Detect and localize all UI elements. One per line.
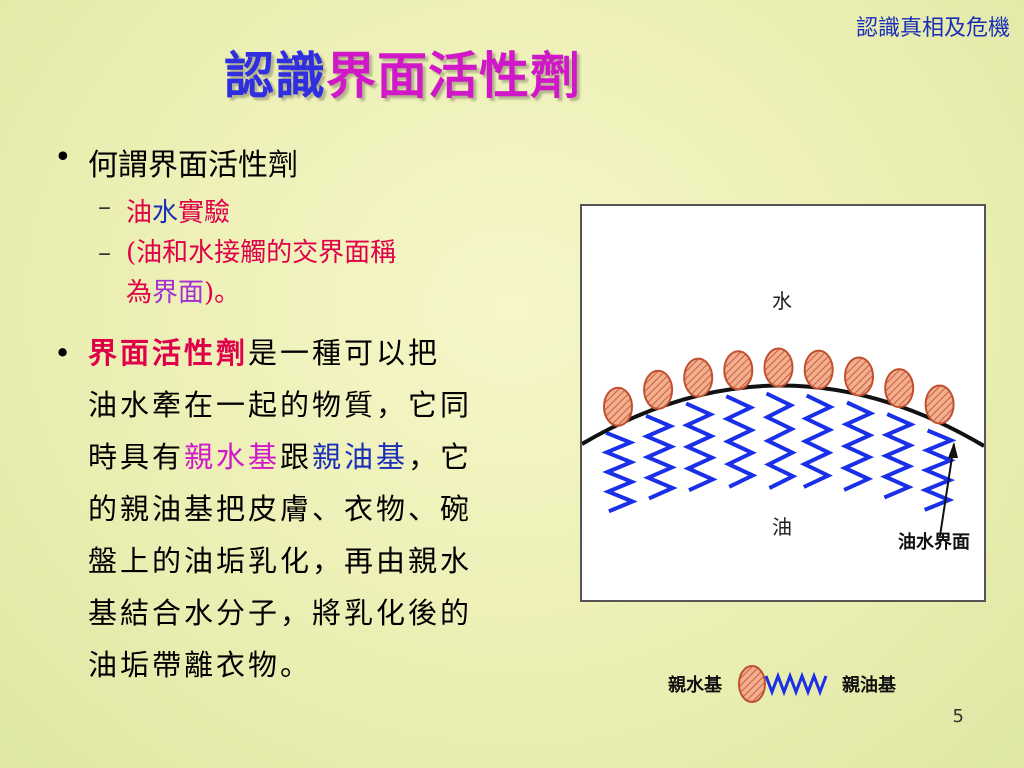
surfactant-keyword: 界面活性劑 [88, 336, 249, 370]
title-part-2: 界面活性劑 [326, 46, 581, 105]
line1-rest: 是一種可以把 [248, 336, 441, 370]
bullet-dot: • [54, 140, 72, 175]
corner-title: 認識真相及危機 [855, 16, 1010, 41]
hydrophilic-head-icon [643, 369, 674, 410]
spring-tail [880, 412, 916, 500]
interface-label: 油水界面 [898, 531, 970, 553]
def-open: ( [126, 238, 137, 268]
hydrophilic-head-icon [603, 386, 633, 427]
bullet-1-text: 何謂界面活性劑 [88, 148, 298, 183]
legend-svg: 親水基 親油基 [668, 665, 897, 703]
experiment-word: 實驗 [178, 198, 231, 228]
line4: 的親油基把皮膚、衣物、碗 [88, 492, 473, 526]
bullet-list: • 何謂界面活性劑 – 油水實驗 – (油和水接觸的交界面稱 為界面)。 • 界… [54, 140, 564, 691]
hydrophilic-head-icon [803, 349, 834, 390]
bullet-dot: • [54, 336, 75, 370]
spring-tail [722, 394, 758, 489]
line5: 盤上的油垢乳化，再由親水 [88, 544, 473, 578]
title-part-1: 認識 [224, 46, 326, 105]
interface-pointer [939, 443, 955, 537]
legend-head-icon [738, 665, 766, 703]
and-word: 跟 [280, 440, 313, 474]
legend: 親水基 親油基 [660, 652, 920, 722]
def-interface: 界面 [152, 278, 205, 308]
hydrophilic-head-icon [884, 368, 915, 409]
bullet-2: • 界面活性劑是一種可以把 油水牽在一起的物質，它同 時具有親水基跟親油基，它 … [54, 327, 564, 691]
spring-tail [641, 413, 678, 501]
sub-bullet-definition: – (油和水接觸的交界面稱 為界面)。 [98, 233, 564, 313]
water-label: 水 [772, 289, 792, 313]
hydrophilic-head-icon [723, 350, 754, 391]
hydrophilic-head-icon [683, 357, 714, 398]
spring-tail [601, 430, 638, 514]
slide-title: 認識界面活性劑 [224, 36, 581, 108]
sub-bullet-experiment: – 油水實驗 [98, 192, 564, 229]
hydrophilic-word: 親水基 [184, 440, 281, 474]
diagram-svg: 水 油 油水界面 [580, 289, 986, 553]
spring-tail [839, 400, 876, 492]
oil-water-interface-diagram: 水 油 油水界面 [580, 204, 986, 602]
hydrophilic-head-icon [844, 356, 874, 397]
hydrophilic-heads [603, 347, 955, 427]
arrow-head-icon [948, 442, 958, 458]
bullet-2-text: 界面活性劑是一種可以把 油水牽在一起的物質，它同 時具有親水基跟親油基，它 的親… [88, 327, 472, 691]
water-word: 水 [152, 198, 179, 228]
sub-dash: – [98, 238, 111, 268]
line7: 油垢帶離衣物。 [88, 648, 313, 682]
page-number: 5 [952, 706, 964, 727]
legend-hydrophilic-label: 親水基 [668, 674, 723, 696]
line3-post: ，它 [408, 440, 473, 474]
spring-tail [682, 401, 718, 493]
def-line2-pre: 為 [126, 278, 153, 308]
oil-label: 油 [772, 515, 792, 539]
oil-word: 油 [126, 198, 153, 228]
hydrophilic-head-icon [763, 347, 794, 388]
spring-tail [762, 391, 798, 490]
line3-pre: 時具有 [88, 440, 185, 474]
def-text: 油和水接觸的交界面稱 [136, 238, 397, 268]
def-close: )。 [204, 278, 241, 308]
legend-spring-icon [764, 671, 828, 697]
line2: 油水牽在一起的物質，它同 [88, 388, 473, 422]
bullet-1: • 何謂界面活性劑 [54, 140, 564, 184]
spring-tail [920, 428, 957, 512]
legend-lipophilic-label: 親油基 [842, 674, 897, 696]
lipophilic-word: 親油基 [312, 440, 409, 474]
lipophilic-tails [601, 391, 957, 514]
spring-tail [799, 393, 835, 489]
line6: 基結合水分子，將乳化後的 [88, 596, 473, 630]
interface-curve [580, 383, 986, 448]
sub-dash: – [98, 192, 111, 222]
hydrophilic-head-icon [924, 384, 955, 425]
